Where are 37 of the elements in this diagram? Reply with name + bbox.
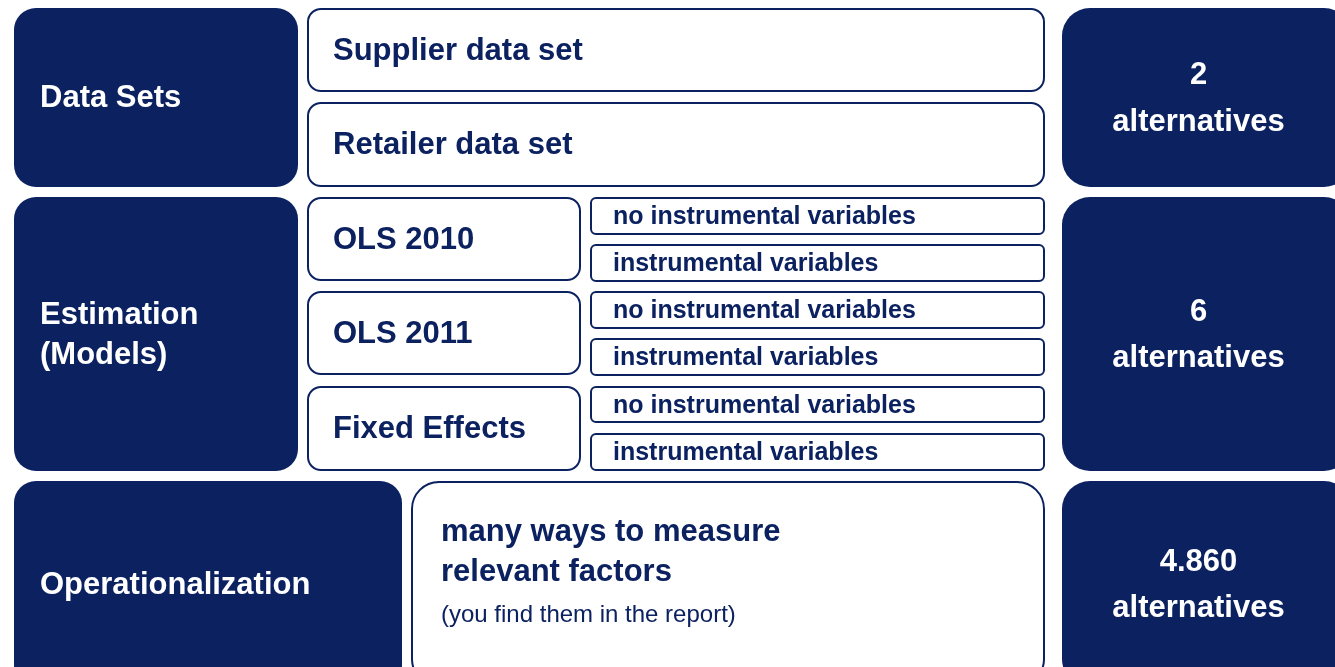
count-panel [1062, 197, 1335, 471]
variant-box [590, 244, 1045, 282]
box-label: OLS 2010 [333, 219, 475, 258]
box-label: many ways to measure relevant factors [441, 512, 782, 591]
variant-box [590, 386, 1045, 423]
option-box [307, 291, 581, 375]
variant-box [590, 433, 1045, 471]
box-label: instrumental variables [613, 247, 879, 279]
option-box [307, 8, 1045, 92]
note-box [411, 481, 1045, 667]
option-box [307, 386, 581, 471]
note-text: (you find them in the report) [441, 598, 737, 629]
category-panel [14, 197, 298, 471]
box-label: no instrumental variables [613, 200, 916, 232]
box-label: no instrumental variables [613, 294, 916, 326]
box-label: Fixed Effects [333, 409, 526, 448]
box-label: no instrumental variables [613, 388, 916, 420]
box-label: 6 alternatives [1112, 291, 1285, 376]
box-label: instrumental variables [613, 341, 879, 373]
count-panel [1062, 481, 1335, 667]
box-label: instrumental variables [613, 436, 879, 468]
box-label: OLS 2011 [333, 313, 473, 352]
box-label: Estimation (Models) [40, 294, 199, 373]
option-box [307, 102, 1045, 187]
box-label: Supplier data set [333, 30, 583, 69]
box-label: Retailer data set [333, 125, 573, 164]
count-panel [1062, 8, 1335, 187]
variant-box [590, 197, 1045, 235]
box-label: 2 alternatives [1112, 55, 1285, 140]
category-panel [14, 481, 402, 667]
variant-box [590, 338, 1045, 376]
box-label: 4.860 alternatives [1112, 541, 1285, 626]
option-box [307, 197, 581, 281]
variant-box [590, 291, 1045, 329]
box-label: Data Sets [40, 78, 182, 117]
box-label: Operationalization [40, 564, 311, 603]
category-panel [14, 8, 298, 187]
